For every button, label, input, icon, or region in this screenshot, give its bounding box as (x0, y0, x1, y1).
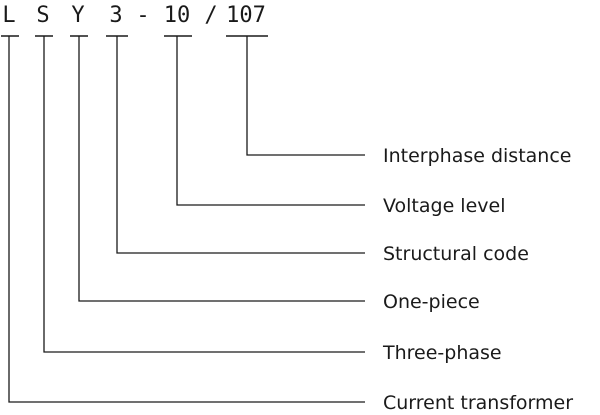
code-char-l: L (2, 3, 15, 28)
code-char-y: Y (71, 3, 84, 28)
leader-line-three-phase (43, 36, 365, 353)
leader-line-current-transformer (8, 36, 365, 403)
label-voltage-level: Voltage level (383, 195, 506, 217)
segment-labels: Interphase distance Voltage level Struct… (382, 145, 573, 414)
code-separator-dash: - (136, 3, 149, 28)
label-one-piece: One-piece (383, 291, 480, 313)
leader-line-interphase-distance (246, 36, 365, 156)
leader-line-voltage-level (176, 36, 365, 206)
code-char-107: 107 (226, 3, 266, 28)
label-three-phase: Three-phase (382, 342, 502, 364)
leader-line-structural-code (116, 36, 365, 254)
label-interphase-distance: Interphase distance (383, 145, 571, 167)
leader-lines (8, 36, 365, 403)
code-separator-slash: / (204, 3, 217, 28)
code-char-s: S (36, 3, 49, 28)
leader-line-one-piece (78, 36, 365, 302)
label-structural-code: Structural code (383, 243, 529, 265)
code-char-10: 10 (164, 3, 191, 28)
code-char-3: 3 (109, 3, 122, 28)
label-current-transformer: Current transformer (383, 392, 573, 414)
model-code: L S Y 3 - 10 / 107 (2, 3, 266, 28)
